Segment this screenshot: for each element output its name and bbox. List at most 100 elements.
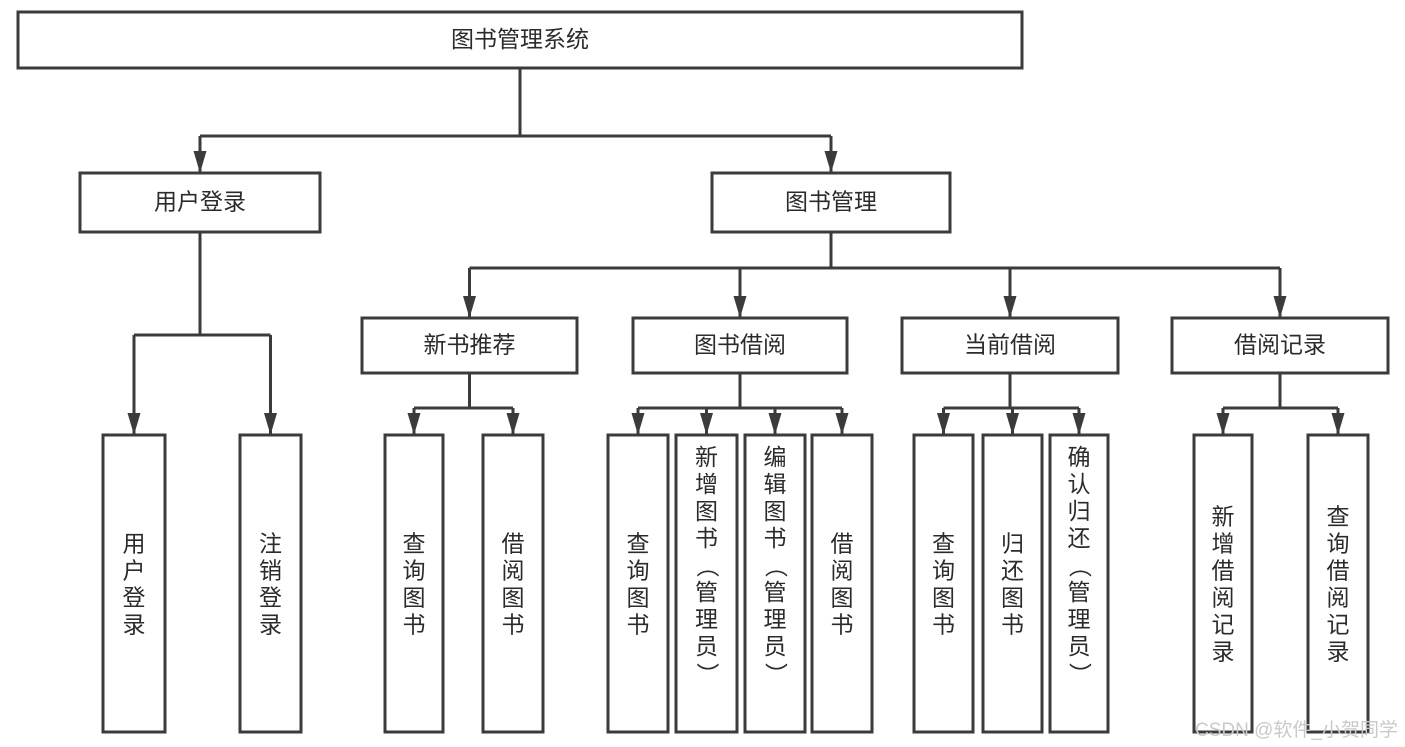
node-box — [360, 316, 579, 375]
node-label-char: 录 — [259, 612, 282, 638]
watermark-label: CSDN @软件_小贺同学 — [1195, 719, 1398, 741]
node-label-char: 员 — [1068, 633, 1091, 659]
node-label-char: 图 — [831, 585, 854, 611]
node-label-char: 管 — [695, 579, 718, 605]
node-label-char: 用 — [123, 531, 146, 557]
node-leaf-用户登录-0[interactable]: 用户登录 — [101, 433, 167, 734]
node-box — [674, 433, 739, 734]
node-box — [743, 433, 807, 734]
node-label-char: 户 — [123, 558, 146, 584]
node-label: 借阅记录 — [1234, 332, 1326, 358]
node-label-char: （ — [695, 555, 721, 578]
node-label-char: 书 — [403, 612, 426, 638]
node-label-char: 阅 — [831, 558, 854, 584]
node-box — [631, 316, 849, 375]
arrow-head-icon — [733, 296, 747, 318]
node-box — [78, 171, 322, 234]
node-label-char: 确 — [1068, 444, 1091, 470]
arrow-head-icon — [407, 413, 421, 435]
node-label-char: （ — [1067, 555, 1093, 578]
node-label-char: 图 — [627, 585, 650, 611]
node-label-char: 书 — [932, 612, 955, 638]
node-label-char: 录 — [123, 612, 146, 638]
node-label-char: 阅 — [1212, 585, 1235, 611]
node-label-char: 查 — [932, 531, 955, 557]
arrow-head-icon — [824, 151, 838, 173]
node-label-char: 阅 — [502, 558, 525, 584]
arrow-head-icon — [835, 413, 849, 435]
node-label-char: 记 — [1327, 612, 1350, 638]
node-label-char: 书 — [1001, 612, 1024, 638]
node-label-char: （ — [763, 555, 789, 578]
arrow-head-icon — [264, 413, 277, 435]
node-box — [1048, 433, 1110, 734]
node-box — [810, 433, 874, 734]
node-label-char: 登 — [123, 585, 146, 611]
node-box — [238, 433, 303, 734]
arrow-head-icon — [937, 413, 950, 435]
node-box — [710, 171, 952, 234]
node-level2-新书推荐-0[interactable]: 新书推荐 — [360, 316, 579, 375]
node-label: 图书借阅 — [694, 332, 786, 358]
arrow-head-icon — [1331, 413, 1345, 435]
arrow-head-icon — [1273, 296, 1287, 318]
node-label-char: 认 — [1068, 471, 1091, 497]
node-box — [1192, 433, 1254, 734]
node-label-char: 借 — [502, 531, 525, 557]
node-root-图书管理系统-0[interactable]: 图书管理系统 — [16, 10, 1024, 70]
node-label-char: 书 — [764, 525, 787, 551]
node-label-char: 辑 — [764, 471, 787, 497]
node-label-char: 询 — [403, 558, 426, 584]
node-level1-用户登录-0[interactable]: 用户登录 — [78, 171, 322, 234]
node-label-char: 书 — [627, 612, 650, 638]
node-label: 用户登录 — [154, 189, 246, 215]
node-label-char: 理 — [764, 606, 787, 632]
node-label-char: 记 — [1212, 612, 1235, 638]
node-level2-借阅记录-3[interactable]: 借阅记录 — [1170, 316, 1390, 375]
node-label-char: 借 — [1327, 558, 1350, 584]
node-label-char: 询 — [932, 558, 955, 584]
node-layer: 图书管理系统用户登录图书管理新书推荐图书借阅当前借阅借阅记录用户登录注销登录查询… — [16, 10, 1390, 734]
arrow-head-icon — [193, 151, 207, 173]
node-label-char: 图 — [502, 585, 525, 611]
node-box — [606, 433, 670, 734]
node-level2-当前借阅-2[interactable]: 当前借阅 — [900, 316, 1120, 375]
node-box — [481, 433, 545, 734]
node-label-char: 询 — [1327, 531, 1350, 557]
node-box — [1170, 316, 1390, 375]
node-level2-图书借阅-1[interactable]: 图书借阅 — [631, 316, 849, 375]
node-label-char: ） — [1067, 663, 1093, 686]
node-label-char: 图 — [695, 498, 718, 524]
node-label-char: 增 — [1212, 531, 1235, 557]
node-label-char: ） — [695, 663, 721, 686]
node-level1-图书管理-1[interactable]: 图书管理 — [710, 171, 952, 234]
arrow-head-icon — [127, 413, 141, 435]
node-label: 新书推荐 — [424, 332, 516, 358]
node-label-char: 还 — [1001, 558, 1024, 584]
node-box — [101, 433, 167, 734]
node-label-char: 理 — [1068, 606, 1091, 632]
node-label: 当前借阅 — [964, 332, 1056, 358]
node-label-char: 查 — [403, 531, 426, 557]
node-label-char: 查 — [1327, 504, 1350, 530]
node-label-char: 销 — [259, 558, 282, 584]
node-label-char: 查 — [627, 531, 650, 557]
node-label-char: 登 — [259, 585, 282, 611]
node-label-char: 员 — [764, 633, 787, 659]
node-label-char: 新 — [695, 444, 718, 470]
node-label-char: 录 — [1327, 639, 1350, 665]
